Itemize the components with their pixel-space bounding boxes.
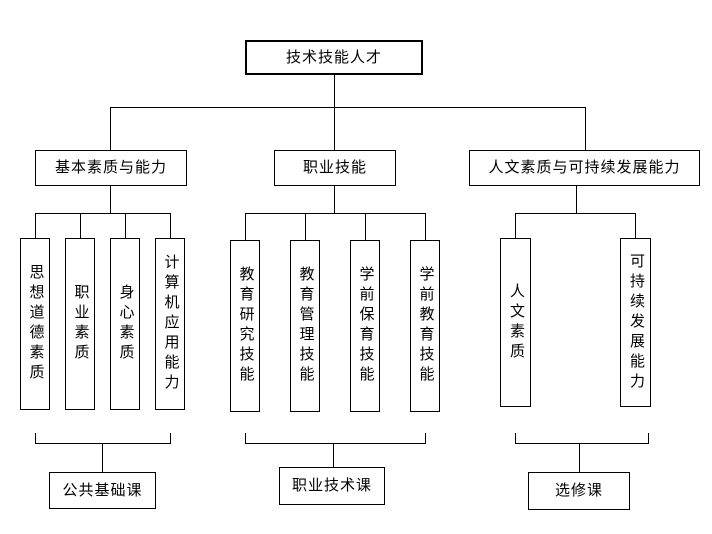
skill-label: 计算机应用能力 [162,254,179,394]
connector-branch0-stem [110,186,111,213]
connector-drop [170,213,171,238]
connector-drop-branch-0 [110,107,111,150]
bracket-right-stub [425,433,426,443]
course-box-vocational-technical: 职业技术课 [279,467,385,505]
branch-box-basic-quality: 基本素质与能力 [35,150,187,186]
root-node-box: 技术技能人才 [245,40,423,75]
connector-drop [80,213,81,238]
skill-box-preschool-childcare: 学前保育技能 [350,240,380,412]
root-node-label: 技术技能人才 [285,49,382,66]
connector-drop [35,213,36,238]
bracket-bar [245,443,426,444]
bracket-left-stub [35,433,36,443]
skill-box-professional-quality: 职业素质 [65,238,95,410]
skill-label: 职业素质 [72,284,89,364]
skill-label: 教育研究技能 [237,266,254,386]
skill-label: 教育管理技能 [297,266,314,386]
skill-label: 思想道德素质 [27,264,44,384]
course-label: 公共基础课 [62,482,143,499]
branch-box-vocational-skills: 职业技能 [274,150,396,186]
connector-branch1-bus [245,213,426,214]
skill-label: 人文素质 [508,282,524,363]
connector-branch2-stem [576,186,577,213]
skill-box-sustainable-development: 可持续发展能力 [620,238,651,407]
skill-box-computer-application: 计算机应用能力 [155,238,185,410]
bracket-drop [102,443,103,472]
skill-box-education-research: 教育研究技能 [230,240,260,412]
skill-box-education-management: 教育管理技能 [290,240,320,412]
bracket-drop [333,443,334,467]
connector-drop [365,213,366,240]
connector-drop [425,213,426,240]
bracket-bar [35,443,171,444]
skill-label: 身心素质 [117,284,134,364]
bracket-right-stub [170,433,171,443]
skill-label: 学前教育技能 [417,266,434,386]
branch-label: 职业技能 [302,160,367,176]
skill-label: 学前保育技能 [357,266,374,386]
branch-label: 基本素质与能力 [54,160,167,176]
skill-box-physical-mental: 身心素质 [110,238,140,410]
bracket-drop [579,443,580,472]
connector-drop [125,213,126,238]
course-label: 职业技术课 [291,478,372,494]
connector-drop [515,213,516,238]
connector-drop [245,213,246,240]
course-box-public-basic: 公共基础课 [49,472,156,509]
bracket-bar [515,443,649,444]
connector-root-stem [334,75,335,107]
connector-drop-branch-2 [585,107,586,150]
skill-label: 可持续发展能力 [628,252,644,393]
branch-label: 人文素质与可持续发展能力 [488,160,681,176]
bracket-left-stub [245,433,246,443]
skill-box-ideological-moral: 思想道德素质 [20,238,50,410]
connector-level1-bus [110,107,586,108]
branch-box-humanistic-sustainable: 人文素质与可持续发展能力 [469,150,700,186]
course-label: 选修课 [554,483,603,499]
connector-drop-branch-1 [334,107,335,150]
connector-branch0-bus [35,213,171,214]
course-box-elective: 选修课 [528,472,630,510]
bracket-right-stub [648,433,649,443]
skill-box-humanistic-quality: 人文素质 [500,238,531,407]
connector-drop [305,213,306,240]
bracket-left-stub [515,433,516,443]
skill-box-preschool-education: 学前教育技能 [410,240,440,412]
connector-drop [635,213,636,238]
connector-branch1-stem [334,186,335,213]
connector-branch2-bus [515,213,636,214]
